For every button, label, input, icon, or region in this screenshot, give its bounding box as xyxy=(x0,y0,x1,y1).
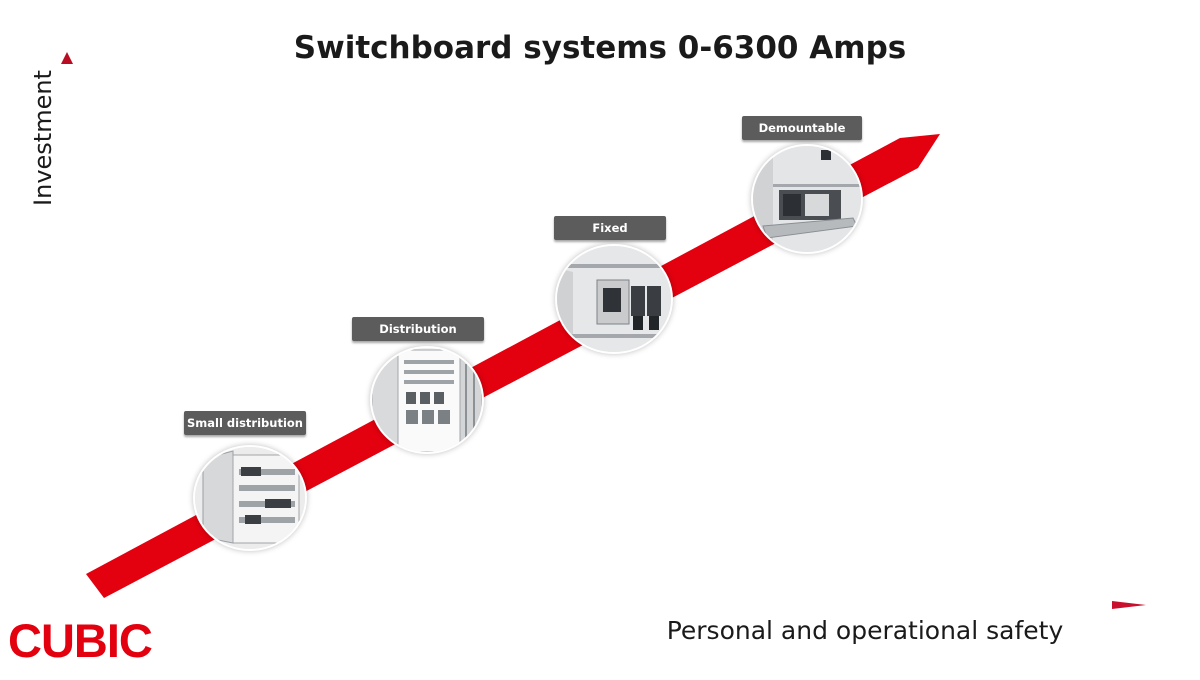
cubic-logo-wordmark: CUBIC xyxy=(8,614,153,667)
y-axis-arrowhead xyxy=(61,52,73,64)
fixed-breaker-icon xyxy=(557,246,671,352)
photo-small-distribution xyxy=(193,445,307,551)
y-axis xyxy=(61,52,73,606)
photo-fixed xyxy=(555,244,673,354)
photo-distribution xyxy=(370,346,484,454)
svg-text:CUBIC: CUBIC xyxy=(8,614,152,667)
tag-demountable: Demountable xyxy=(742,116,862,140)
slide-title: Switchboard systems 0-6300 Amps xyxy=(293,30,907,66)
open-enclosure-icon xyxy=(195,447,305,549)
tag-small-distribution: Small distribution xyxy=(184,411,306,435)
tag-fixed: Fixed xyxy=(554,216,666,240)
tag-distribution: Distribution xyxy=(352,317,484,341)
x-axis-arrowhead xyxy=(1112,601,1146,609)
cubic-logo: CUBIC xyxy=(8,612,178,680)
demountable-breaker-icon xyxy=(753,146,861,252)
photo-demountable xyxy=(751,144,863,254)
distribution-cabinet-icon xyxy=(372,348,482,452)
x-axis-label: Personal and operational safety xyxy=(666,616,1064,645)
x-axis xyxy=(67,601,1146,609)
